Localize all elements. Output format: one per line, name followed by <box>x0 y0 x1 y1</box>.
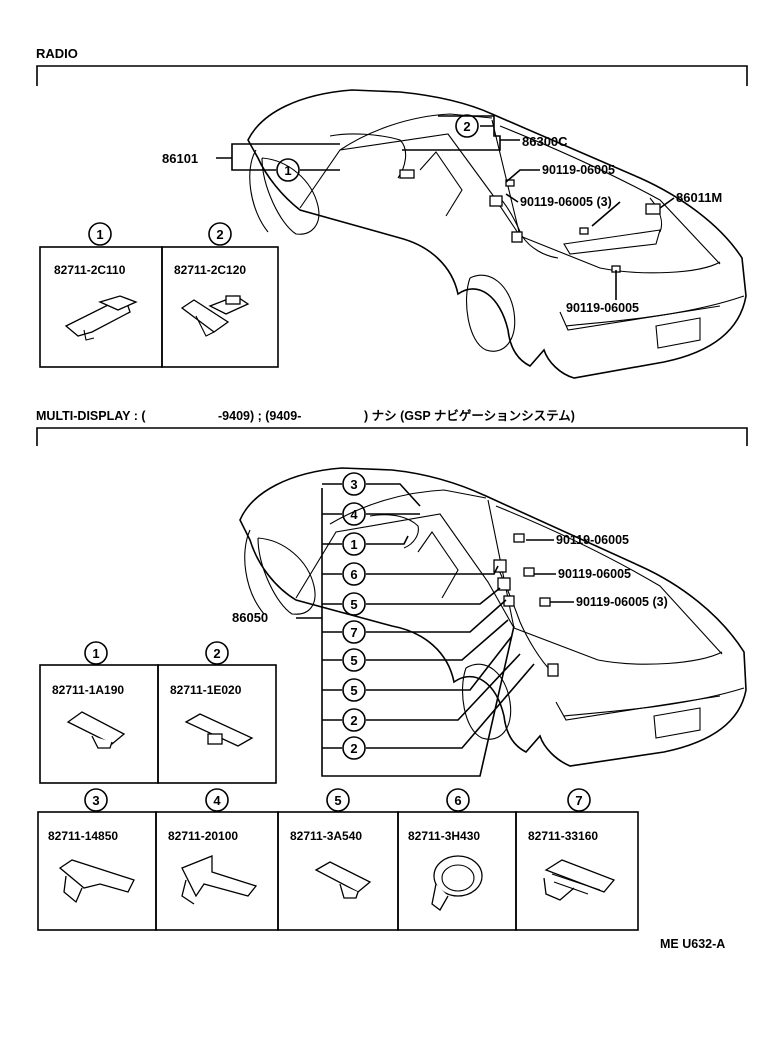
radio-box-callout-2 <box>208 222 232 246</box>
multi-label-90119-06005-b: 90119-06005 <box>558 567 631 581</box>
multi-top-box-callout-1 <box>84 641 108 665</box>
radio-callout-2 <box>455 114 479 138</box>
multi-bottom-box-callout-3 <box>84 788 108 812</box>
label-90119-06005-b: 90119-06005 (3) <box>520 195 612 209</box>
multi-bottom-box-part-7: 82711-33160 <box>528 829 598 843</box>
radio-box-num-2: 2 <box>216 227 223 242</box>
label-86300c: 86300C <box>522 134 568 149</box>
label-86011m: 86011M <box>676 190 722 205</box>
diagram-code: ME U632-A <box>660 937 725 951</box>
multi-bottom-box-callout-4 <box>205 788 229 812</box>
clamp-icon-82711-33160 <box>543 859 616 901</box>
label-86050: 86050 <box>232 610 268 625</box>
car-illustration-radio <box>247 89 747 379</box>
multi-section-bracket <box>36 427 748 446</box>
clamp-icon-82711-3h430 <box>431 855 483 911</box>
label-90119-06005-c: 90119-06005 <box>566 301 639 315</box>
clamp-icon-82711-2c120 <box>180 295 250 337</box>
multi-bottom-box-num-5: 5 <box>334 793 341 808</box>
multi-bottom-box-num-7: 7 <box>575 793 582 808</box>
multi-bottom-box-callout-7 <box>567 788 591 812</box>
radio-box-num-1: 1 <box>96 227 103 242</box>
radio-leader-lines <box>216 115 675 300</box>
multi-callout-2b: 2 <box>350 741 357 756</box>
radio-box-part-2: 82711-2C120 <box>174 263 246 277</box>
radio-section-title: RADIO <box>36 46 78 61</box>
car-illustration-multi-display <box>239 467 747 767</box>
multi-callouts <box>342 472 366 760</box>
label-90119-06005-a: 90119-06005 <box>542 163 615 177</box>
multi-top-box-part-2: 82711-1E020 <box>170 683 242 697</box>
multi-callout-7: 7 <box>350 625 357 640</box>
multi-callout-5a: 5 <box>350 597 357 612</box>
clamp-icon-82711-14850 <box>58 859 135 904</box>
multi-top-box-part-1: 82711-1A190 <box>52 683 124 697</box>
multi-title-part-1: MULTI-DISPLAY : ( <box>36 409 146 423</box>
multi-title-part-3: ) ナシ (GSP ナビゲーションシステム) <box>364 408 575 423</box>
radio-callout-1-num: 1 <box>284 163 291 178</box>
clamp-icon-82711-3a540 <box>314 861 372 899</box>
multi-label-90119-06005-a: 90119-06005 <box>556 533 629 547</box>
radio-box-callout-1 <box>88 222 112 246</box>
multi-top-box-callout-2 <box>205 641 229 665</box>
clamp-icon-82711-2c110 <box>64 295 138 341</box>
radio-part-boxes <box>39 246 279 368</box>
label-86101: 86101 <box>162 151 198 166</box>
multi-callout-1: 1 <box>350 537 357 552</box>
radio-section-bracket <box>36 65 748 86</box>
multi-bottom-box-num-4: 4 <box>213 793 221 808</box>
multi-callout-6: 6 <box>350 567 357 582</box>
multi-bottom-box-part-5: 82711-3A540 <box>290 829 362 843</box>
clamp-icon-82711-20100 <box>181 855 258 905</box>
multi-bottom-box-part-6: 82711-3H430 <box>408 829 480 843</box>
multi-bottom-box-callout-6 <box>446 788 470 812</box>
multi-bottom-box-num-3: 3 <box>92 793 99 808</box>
radio-callout-2-num: 2 <box>463 119 470 134</box>
radio-box-part-1: 82711-2C110 <box>54 263 126 277</box>
multi-callout-5c: 5 <box>350 683 357 698</box>
multi-top-box-num-2: 2 <box>213 646 220 661</box>
multi-callout-4: 4 <box>350 507 358 522</box>
multi-leader-lines <box>296 483 574 777</box>
multi-bottom-box-part-4: 82711-20100 <box>168 829 238 843</box>
multi-bottom-box-callout-5 <box>326 788 350 812</box>
multi-bottom-box-num-6: 6 <box>454 793 461 808</box>
clamp-icon-82711-1a190 <box>66 711 126 749</box>
multi-callout-5b: 5 <box>350 653 357 668</box>
multi-top-box-num-1: 1 <box>92 646 99 661</box>
multi-callout-2a: 2 <box>350 713 357 728</box>
radio-callout-1 <box>276 158 300 182</box>
multi-title-part-2: -9409) ; (9409- <box>218 409 301 423</box>
multi-label-90119-06005-c: 90119-06005 (3) <box>576 595 668 609</box>
multi-part-boxes-top <box>39 664 277 784</box>
multi-bottom-box-part-3: 82711-14850 <box>48 829 118 843</box>
multi-callout-3: 3 <box>350 477 357 492</box>
clamp-icon-82711-1e020 <box>184 713 254 747</box>
multi-part-boxes-bottom <box>37 811 639 931</box>
